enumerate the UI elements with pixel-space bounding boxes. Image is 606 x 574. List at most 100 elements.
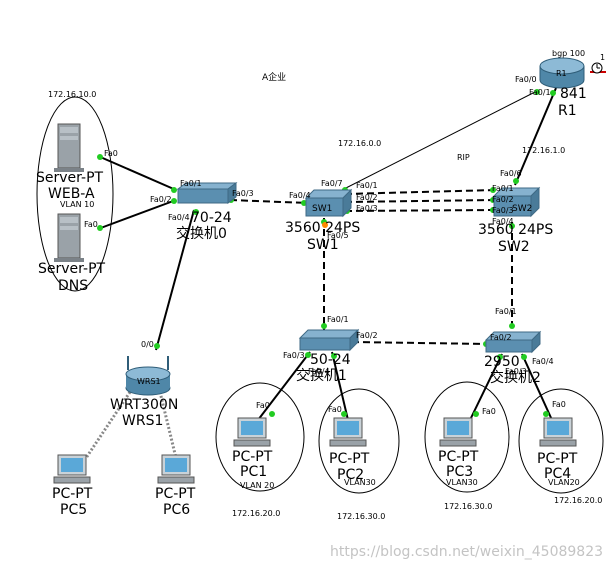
bgp-label: bgp 100 — [552, 49, 585, 58]
port-label: Fa0/6 — [500, 169, 522, 178]
port-dot — [543, 411, 549, 417]
enterprise-label: A企业 — [262, 71, 286, 83]
port-label: Fa0/3 — [356, 204, 378, 213]
pc1-ellipse — [215, 382, 305, 492]
port-label: Fa0/1 — [327, 315, 349, 324]
router-icon-label: R1 — [556, 69, 567, 78]
swl-name-label: 交换机1 — [296, 367, 347, 384]
pc-icon-pc4[interactable] — [539, 417, 577, 447]
web-vlan-label: VLAN 10 — [60, 200, 94, 209]
link-sw1-r1 — [341, 89, 540, 191]
net-pc1-label: 172.16.20.0 — [232, 509, 280, 518]
switch-icon-label: SW1 — [312, 204, 332, 214]
pc3-type-label: PC-PT — [438, 449, 479, 465]
port-label: Fa0/1 — [529, 88, 551, 97]
port-dot — [269, 411, 275, 417]
server-vlan-ellipse — [36, 96, 114, 292]
sw2-type-label: 3560 24PS — [478, 222, 553, 238]
port-label: Fa0 — [552, 400, 566, 409]
switch-icon-label: SW2 — [512, 204, 532, 214]
port-label: Fa0 — [482, 407, 496, 416]
port-dot — [509, 323, 515, 329]
port-label: Fa0/1 — [495, 307, 517, 316]
link-sw1-sw2-3 — [344, 209, 496, 212]
port-label: Fa0/7 — [321, 179, 343, 188]
swl-type-label: 50-24 — [310, 352, 351, 368]
port-dot — [193, 209, 199, 215]
wireless-router-icon-label: WRS1 — [137, 377, 161, 386]
port-label: Fa0/4 — [168, 213, 190, 222]
switch-icon-swl[interactable] — [298, 328, 360, 352]
port-label: 0/0 — [141, 340, 154, 349]
port-label: Fa0/5 — [327, 231, 349, 240]
port-label: Fa0 — [104, 149, 118, 158]
port-label: Fa0/2 — [492, 195, 514, 204]
port-dot — [321, 323, 327, 329]
port-dot — [509, 223, 515, 229]
link-sw0-wrs — [155, 209, 195, 351]
port-label: Fa0/1 — [356, 181, 378, 190]
server-web[interactable] — [54, 123, 84, 172]
port-label: Fa0/3 — [232, 189, 254, 198]
switch-icon-swr[interactable] — [484, 330, 542, 354]
pc-icon-pc2[interactable] — [329, 417, 367, 447]
pc4-ellipse — [518, 388, 604, 494]
port-label: Fa0/4 — [532, 357, 554, 366]
swr-type-label: 2950 — [484, 354, 520, 370]
r1-name-label: R1 — [558, 103, 577, 119]
switch-icon-sw0[interactable] — [176, 182, 238, 204]
link-swl-swr — [351, 341, 489, 345]
pc-icon-pc3[interactable] — [439, 417, 477, 447]
pc2-ellipse — [318, 388, 400, 494]
port-label: Fa0/2 — [356, 331, 378, 340]
pc-icon-pc6[interactable] — [157, 454, 195, 484]
port-dot — [97, 225, 103, 231]
port-label: Fa0 — [328, 405, 342, 414]
pc-icon-pc5[interactable] — [53, 454, 91, 484]
pc1-type-label: PC-PT — [232, 449, 273, 465]
link-sw2-r1 — [514, 87, 557, 186]
server-dns[interactable] — [54, 213, 84, 262]
port-dot — [171, 198, 177, 204]
wrs-name-label: WRS1 — [122, 413, 163, 429]
router-icon-r1[interactable]: R1 — [539, 57, 585, 89]
link-swr-pc3 — [469, 353, 503, 421]
wireless-router-icon[interactable]: WRS1 — [125, 356, 171, 396]
sw0-name-label: 交换机0 — [176, 225, 227, 242]
net-pc3-label: 172.16.30.0 — [444, 502, 492, 511]
port-dot — [341, 411, 347, 417]
port-label: Fa0 — [84, 220, 98, 229]
pc6-type-label: PC-PT — [155, 486, 196, 502]
port-dot — [473, 411, 479, 417]
link-swl-pc2 — [331, 351, 349, 421]
pc5-type-label: PC-PT — [52, 486, 93, 502]
port-label: Fa0/3 — [492, 206, 514, 215]
port-label: Fa0/1 — [180, 179, 202, 188]
pc2-vlan-label: VLAN30 — [344, 478, 376, 487]
switch-icon-sw2[interactable]: SW2 — [492, 186, 541, 218]
net-core-label: 172.16.0.0 — [338, 139, 381, 148]
port-dot — [497, 354, 503, 360]
port-dot — [490, 187, 496, 193]
port-dot — [534, 89, 540, 95]
port-label: Fa0/1 — [492, 184, 514, 193]
port-label: Fa0/0 — [515, 75, 537, 84]
link-swl-pc1 — [257, 351, 311, 421]
pc-icon-pc1[interactable] — [233, 417, 271, 447]
pc2-name-label: PC2 — [337, 467, 364, 483]
wireless-pc5 — [84, 391, 132, 459]
port-label: Fa0 — [256, 401, 270, 410]
web-type-label: Server-PT — [36, 170, 104, 186]
port-label: Fa0/4 — [492, 217, 514, 226]
port-label: Fa0/2 — [150, 195, 172, 204]
dns-name-label: DNS — [58, 278, 88, 294]
sw1-type-label: 3560 24PS — [285, 220, 360, 236]
port-dot — [521, 354, 527, 360]
port-label: Fa0/3 — [505, 367, 527, 376]
link-sw0-sw1 — [229, 199, 309, 204]
switch-icon-sw1[interactable]: SW1 — [304, 188, 353, 218]
net-pc2-label: 172.16.30.0 — [337, 512, 385, 521]
port-label: 1 — [600, 53, 605, 62]
clock-icon — [591, 62, 603, 74]
